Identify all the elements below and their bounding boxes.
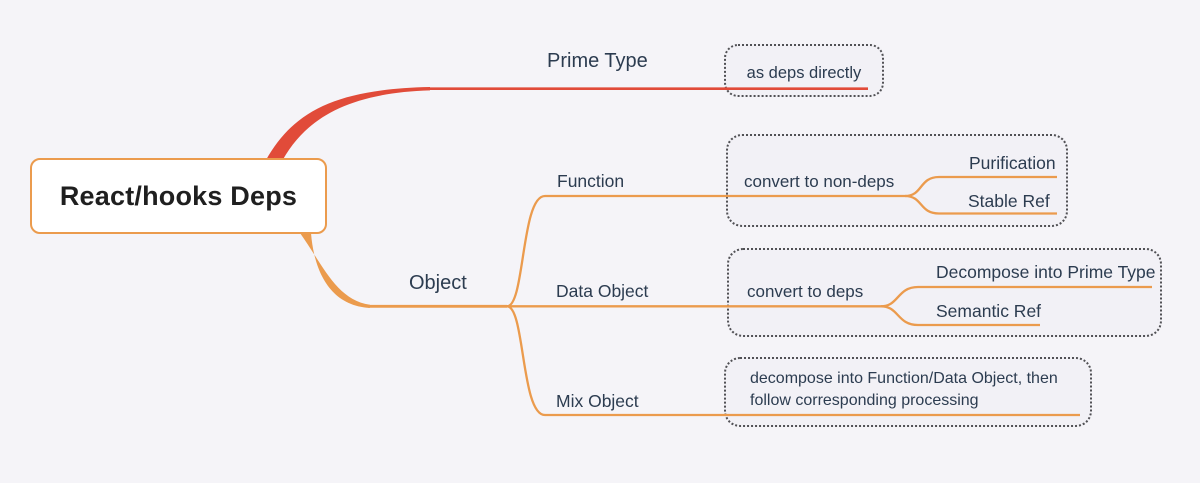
node-label-function[interactable]: Function: [557, 171, 625, 191]
node-label-mix-note[interactable]: decompose into Function/Data Object, the…: [750, 370, 1058, 409]
node-label-stable-ref[interactable]: Stable Ref: [968, 191, 1050, 211]
node-label-semantic-ref[interactable]: Semantic Ref: [936, 301, 1042, 321]
node-label-data-object[interactable]: Data Object: [556, 281, 649, 301]
node-label-decompose-into-prime-type[interactable]: Decompose into Prime Type: [936, 262, 1156, 282]
root-node[interactable]: React/hooks Deps: [30, 158, 327, 234]
node-label-mix-object[interactable]: Mix Object: [556, 391, 639, 411]
branch-trunk-object: [300, 233, 370, 308]
node-label-convert-to-deps[interactable]: convert to deps: [747, 282, 864, 301]
node-box-as-deps-directly[interactable]: as deps directly: [724, 44, 884, 97]
root-node-label: React/hooks Deps: [59, 180, 298, 211]
node-label-object[interactable]: Object: [409, 272, 467, 294]
node-label-prime-type[interactable]: Prime Type: [547, 50, 648, 72]
node-label-purification[interactable]: Purification: [969, 153, 1056, 173]
node-label-as-deps-directly: as deps directly: [746, 64, 862, 82]
branch-trunk-prime-type: [266, 87, 430, 165]
node-label-convert-to-non-deps[interactable]: convert to non-deps: [744, 172, 895, 191]
